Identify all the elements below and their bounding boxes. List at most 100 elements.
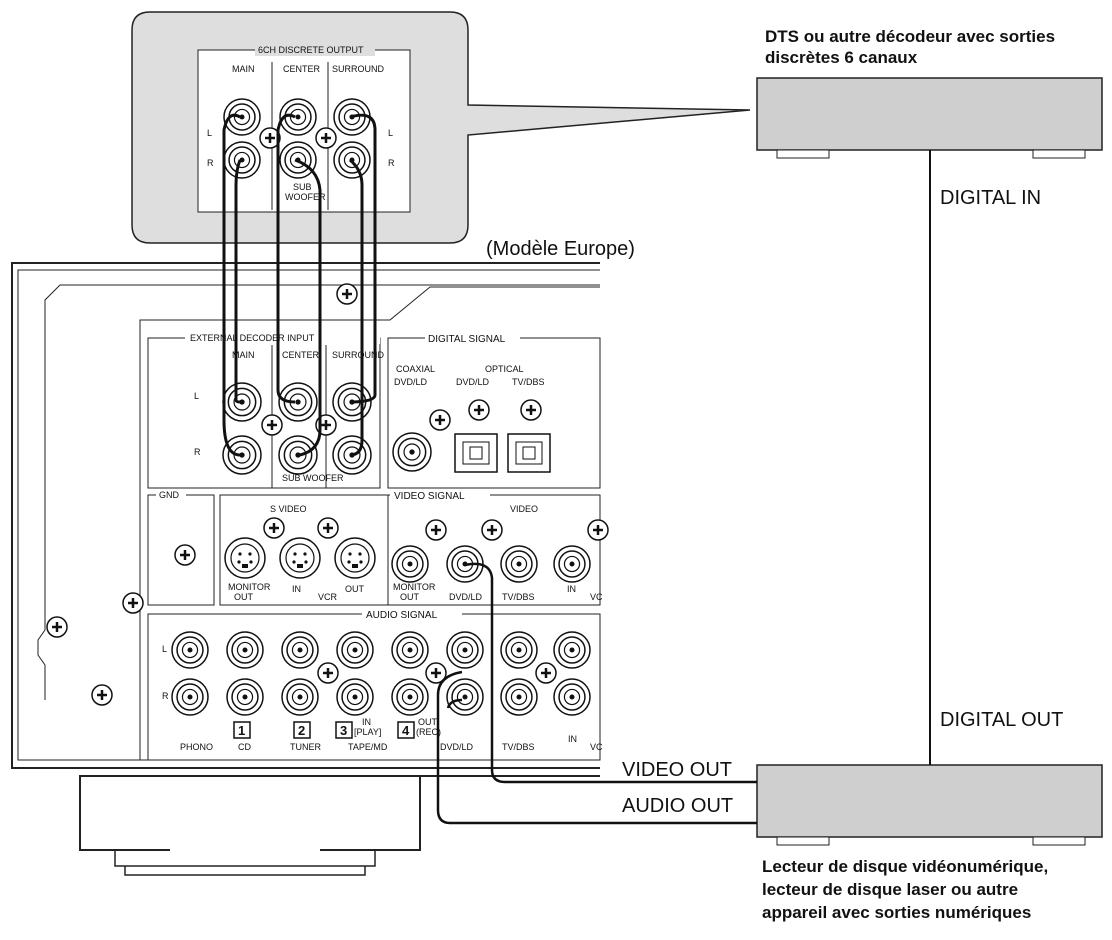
callout-r-left: R [207, 158, 214, 168]
optical-port-dvd [454, 433, 498, 473]
ext-jack-bottom-0 [222, 435, 262, 475]
audio-in-label: IN [568, 734, 577, 744]
digital-out-label: DIGITAL OUT [940, 709, 1063, 731]
audio-out-label: AUDIO OUT [622, 795, 733, 817]
audio-screw-1 [317, 662, 339, 684]
callout-title: 6CH DISCRETE OUTPUT [258, 45, 364, 55]
video-jack-3 [553, 545, 591, 583]
audio-vc-label: VC [590, 742, 603, 752]
video-jack-2 [500, 545, 538, 583]
player-caption-line2: lecteur de disque laser ou autre [762, 880, 1018, 899]
player-caption-line3: appareil avec sorties numériques [762, 903, 1031, 922]
video-vc-label: VC [590, 592, 603, 602]
monitor-label-v: MONITOR [393, 582, 436, 592]
digital-screw-2 [468, 399, 490, 421]
s-video-in [279, 537, 321, 579]
play-in-label: IN [362, 717, 371, 727]
audio-jack-r-5 [446, 678, 484, 716]
rec-label: (REC) [416, 727, 441, 737]
video-out-label: VIDEO OUT [622, 759, 732, 781]
audio-signal-title: AUDIO SIGNAL [366, 610, 438, 621]
audio-jack-r-2 [281, 678, 319, 716]
audio-l-label: L [162, 644, 167, 654]
monitor-out-s: OUT [234, 592, 254, 602]
ext-main-label: MAIN [232, 350, 255, 360]
opt-dvd-label: DVD/LD [456, 377, 490, 387]
s-video-label: S VIDEO [270, 504, 307, 514]
monitor-label-s: MONITOR [228, 582, 271, 592]
ext-jack-top-1 [278, 382, 318, 422]
audio-r-label: R [162, 691, 169, 701]
audio-jack-l-5 [446, 631, 484, 669]
callout-jack-bottom-0 [223, 141, 261, 179]
vcr-out-label: OUT [345, 584, 365, 594]
coax-dvd-label: DVD/LD [394, 377, 428, 387]
badge-3: 3 [340, 723, 347, 738]
ext-jack-bottom-1 [278, 435, 318, 475]
audio-jack-r-3 [336, 678, 374, 716]
ext-center-label: CENTER [282, 350, 320, 360]
player-device [756, 764, 1103, 846]
coaxial-label: COAXIAL [396, 364, 435, 374]
callout-screw-2 [315, 127, 337, 149]
ext-decoder-title: EXTERNAL DECODER INPUT [190, 333, 315, 343]
ext-l-label: L [194, 391, 199, 401]
opt-tv-label: TV/DBS [512, 377, 545, 387]
video-dvd-label: DVD/LD [449, 592, 483, 602]
video-tv-label: TV/DBS [502, 592, 535, 602]
video-screw-2 [481, 519, 503, 541]
play-label: [PLAY] [354, 727, 381, 737]
ext-screw-1 [261, 414, 283, 436]
callout-woofer-label: WOOFER [285, 192, 326, 202]
vcr-label: VCR [318, 592, 338, 602]
video-screw-3 [587, 519, 609, 541]
optical-port-tv [507, 433, 551, 473]
badge-4: 4 [402, 723, 410, 738]
callout-screw-1 [259, 127, 281, 149]
badge-1: 1 [238, 723, 245, 738]
audio-jack-l-7 [553, 631, 591, 669]
dts-decoder-device [756, 77, 1103, 159]
side-screw-1 [122, 592, 144, 614]
audio-jack-l-0 [171, 631, 209, 669]
gnd-label: GND [159, 490, 180, 500]
callout-jack-top-0 [223, 98, 261, 136]
panel-screw-top [336, 283, 358, 305]
digital-in-label: DIGITAL IN [940, 187, 1041, 209]
callout-main-label: MAIN [232, 64, 255, 74]
ext-r-label: R [194, 447, 201, 457]
audio-dvd-label: DVD/LD [440, 742, 474, 752]
audio-jack-l-3 [336, 631, 374, 669]
callout-center-label: CENTER [283, 64, 321, 74]
audio-screw-3 [535, 662, 557, 684]
callout-r-right: R [388, 158, 395, 168]
callout-l-left: L [207, 128, 212, 138]
digital-screw-1 [429, 409, 451, 431]
audio-jack-l-2 [281, 631, 319, 669]
player-caption-line1: Lecteur de disque vidéonumérique, [762, 857, 1048, 876]
tape-md-label: TAPE/MD [348, 742, 388, 752]
audio-jack-l-4 [391, 631, 429, 669]
callout-sub-label: SUB [293, 182, 312, 192]
phono-label: PHONO [180, 742, 213, 752]
audio-jack-r-7 [553, 678, 591, 716]
video-in-label: IN [567, 584, 576, 594]
audio-jack-r-6 [500, 678, 538, 716]
monitor-out-v: OUT [400, 592, 420, 602]
callout-jack-top-1 [279, 98, 317, 136]
ext-surround-label: SURROUND [332, 350, 385, 360]
rec-out-label: OUT [418, 717, 438, 727]
video-jack-0 [391, 545, 429, 583]
video-label: VIDEO [510, 504, 538, 514]
coaxial-jack [392, 432, 432, 472]
video-screw-1 [425, 519, 447, 541]
audio-jack-l-6 [500, 631, 538, 669]
audio-jack-r-4 [391, 678, 429, 716]
tuner-label: TUNER [290, 742, 321, 752]
callout-l-right: L [388, 128, 393, 138]
audio-jack-r-0 [171, 678, 209, 716]
callout-surround-label: SURROUND [332, 64, 385, 74]
audio-tv-label: TV/DBS [502, 742, 535, 752]
badge-2: 2 [298, 723, 305, 738]
s-video-out [334, 537, 376, 579]
